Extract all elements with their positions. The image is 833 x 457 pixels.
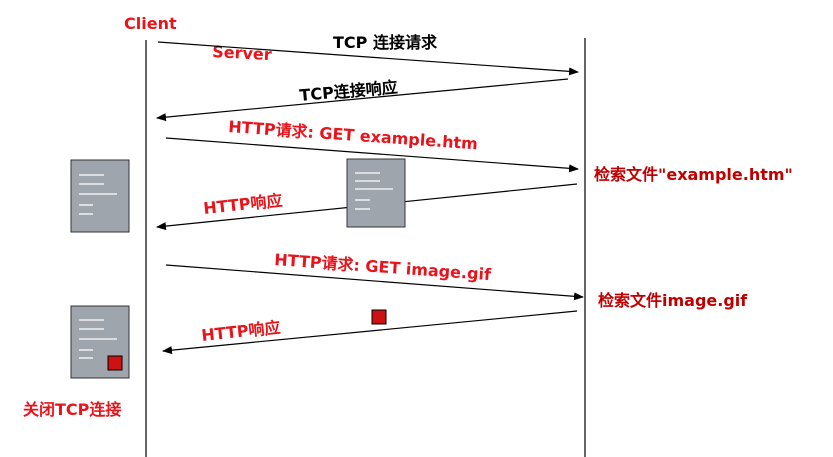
tcp-request-arrow — [157, 41, 579, 76]
http-request-html-label: HTTP请求: GET example.htm — [228, 117, 479, 153]
http-request-html-arrow — [165, 137, 579, 173]
retrieve-gif-note: 检索文件image.gif — [598, 291, 748, 310]
http-request-gif-arrow — [165, 264, 584, 301]
tcp-response-label: TCP连接响应 — [299, 77, 399, 105]
received-document-with-image-icon — [70, 305, 130, 379]
http-response-gif-arrow — [162, 310, 578, 355]
document-icon — [346, 158, 406, 228]
received-document-icon — [70, 159, 130, 233]
tcp-response-arrow — [156, 78, 569, 122]
image-square-icon — [371, 309, 387, 325]
retrieve-html-note: 检索文件"example.htm" — [594, 165, 793, 184]
client-label: Client — [124, 14, 177, 33]
http-request-gif-label: HTTP请求: GET image.gif — [274, 250, 493, 284]
http-response-html-label: HTTP响应 — [202, 191, 283, 218]
server-label: Server — [212, 42, 272, 64]
close-connection-note: 关闭TCP连接 — [23, 400, 121, 419]
tcp-request-label: TCP 连接请求 — [333, 33, 438, 52]
